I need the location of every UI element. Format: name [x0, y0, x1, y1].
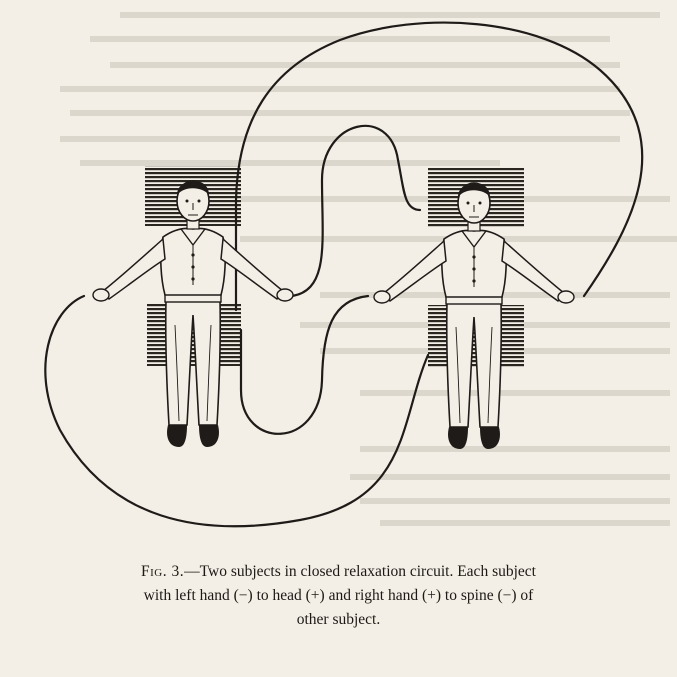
- caption-line-3: other subject.: [296, 611, 381, 628]
- caption-line-2: with left hand (−) to head (+) and right…: [143, 587, 534, 604]
- figure-label: Fig. 3.: [141, 563, 185, 580]
- figure-caption: Fig. 3.—Two subjects in closed relaxatio…: [0, 560, 677, 632]
- circuit-wire: [44, 21, 644, 528]
- left-subject: [92, 179, 294, 448]
- right-subject: [373, 181, 575, 450]
- bleed-through-text: [60, 12, 677, 526]
- caption-line-1: Fig. 3.—Two subjects in closed relaxatio…: [0, 560, 677, 584]
- caption-line-1-text: —Two subjects in closed relaxation circu…: [184, 563, 536, 580]
